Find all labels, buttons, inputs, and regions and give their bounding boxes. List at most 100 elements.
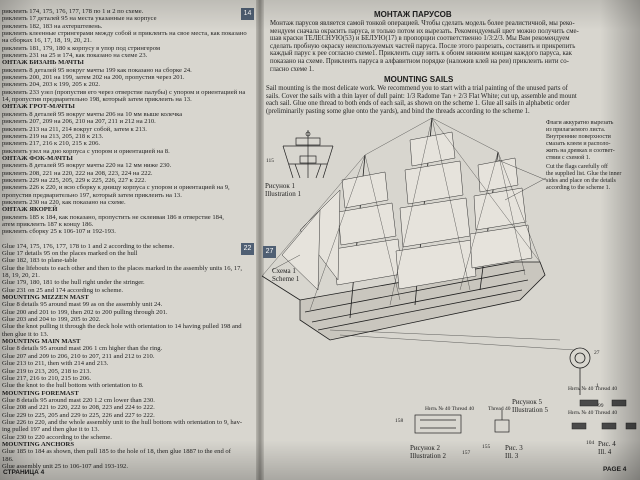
instruction-line: риклеить 185 к 184, как показано, пропус… bbox=[2, 213, 224, 221]
instruction-line: риклеить 8 деталей 95 вокруг мачты 206 н… bbox=[2, 110, 183, 118]
part-115: 115 bbox=[266, 158, 275, 164]
paragraph-line: each sail. Glue one thread to both ends … bbox=[266, 100, 570, 108]
instruction-line: Glue 230 to 220 according to the scheme. bbox=[2, 433, 112, 441]
instruction-line: Glue 182, 183 to plane-table bbox=[2, 257, 78, 265]
note-line: the supplied list. Glue the inner bbox=[546, 170, 622, 177]
instruction-line: риклеить 182, 183 на ахтерштевень. bbox=[2, 22, 103, 30]
note-line: смазать клеем и располо- bbox=[546, 140, 611, 147]
note-line: Внутренние поверхности bbox=[546, 133, 611, 140]
note-line: ствии с схемой 1. bbox=[546, 154, 591, 161]
heading-sails-ru: МОНТАЖ ПАРУСОВ bbox=[374, 10, 452, 19]
instruction-line: риклеить 181, 179, 180 к корпусу в упор … bbox=[2, 44, 161, 52]
step-badge-mid: 22 bbox=[241, 243, 254, 255]
instruction-line: Glue 231 on 25 and 174 according to sche… bbox=[2, 286, 124, 294]
heading-sails-en: MOUNTING SAILS bbox=[384, 75, 454, 84]
part-157: 157 bbox=[462, 450, 471, 456]
note-line: according to the scheme 1. bbox=[546, 184, 611, 191]
instruction-line: Glue 213 to 211, then with 214 and 213. bbox=[2, 360, 109, 368]
instruction-line: 18, 19, 20, 21. bbox=[2, 272, 40, 280]
instruction-line: риклеить 233 узел (пропустив его через о… bbox=[2, 88, 246, 96]
paragraph-line: мендуем сначала окрасить паруса, и тольк… bbox=[270, 27, 579, 35]
instruction-line: Glue 226 to 220, and the whole assembly … bbox=[2, 418, 243, 426]
illustration-4-lifebuoy bbox=[569, 347, 591, 395]
paragraph-line: (preliminarily pasting some glue onto th… bbox=[266, 107, 530, 115]
paragraph-sails-ru: Монтаж парусов является самой тонкой опе… bbox=[270, 20, 579, 73]
illustration-3-block bbox=[494, 410, 510, 433]
instruction-line: Glue assembly unit 25 to 106-107 and 193… bbox=[2, 462, 128, 470]
part-99: 99 bbox=[598, 403, 604, 409]
instruction-line: атем приклеить 187 к концу 186. bbox=[2, 220, 94, 228]
instruction-line: then glue it to 13. bbox=[2, 330, 49, 338]
instruction-line: риклеить клеенные стрингерами между собо… bbox=[2, 30, 247, 38]
instruction-line: MOUNTING ANCHORS bbox=[2, 440, 74, 448]
instruction-line: ОНТАЖ ГРОТ-МАЧТЫ bbox=[2, 103, 75, 111]
paragraph-line: каждый парус к рее согласно схеме1. Прик… bbox=[270, 50, 572, 58]
instruction-line: риклеить 213 на 211, 214 вокруг собой, з… bbox=[2, 125, 147, 133]
instruction-line: риклеить 17 деталей 95 на места указанны… bbox=[2, 15, 157, 23]
instruction-line: риклеить 8 деталей 95 вокруг мачты 199 к… bbox=[2, 66, 192, 74]
instruction-line: риклеить 204, 203 к 199, 205 к 202. bbox=[2, 81, 101, 89]
instruction-line: риклеить 207, 209 на 206, 210 на 207, 21… bbox=[2, 118, 156, 126]
page-number: PAGE 4 bbox=[603, 466, 627, 473]
paragraph-sails-en: Sail mounting is the most delicate work.… bbox=[266, 85, 577, 115]
part-155: 155 bbox=[482, 444, 491, 450]
instruction-line: риклеить 226 к 220, и всю сборку к днищу… bbox=[2, 184, 230, 192]
paragraph-line: sails. Cover the sails with a thin layer… bbox=[266, 92, 577, 100]
instruction-line: Glue the knot to the hull bottom with or… bbox=[2, 382, 144, 390]
instruction-line: Glue 208 and 221 to 220, 222 to 208, 223… bbox=[2, 404, 155, 412]
thread-label-1: Нить № 40 Thread 40 bbox=[568, 386, 618, 392]
instruction-line: риклеить 174, 175, 176, 177, 178 по 1 и … bbox=[2, 8, 144, 15]
note-line: Cut the flags carefully off bbox=[546, 164, 608, 170]
illustration-2-anchor bbox=[414, 414, 462, 434]
instruction-line: Glue 8 details 95 around mast 206 1 cm h… bbox=[2, 345, 163, 353]
callout-lines bbox=[271, 159, 547, 271]
paragraph-line: сделать пробную окраску неиспользуемых ч… bbox=[270, 42, 576, 50]
instruction-line: Glue 185 to 184 as shown, then pull 185 … bbox=[2, 448, 231, 456]
instruction-line: Glue 207 and 209 to 206, 210 to 207, 211… bbox=[2, 352, 155, 360]
instruction-line: ОНТАЖ ЯКОРЕЙ bbox=[2, 206, 58, 214]
instruction-line: риклеить 200, 201 на 199, затем 202 на 2… bbox=[2, 74, 185, 82]
book-spine bbox=[256, 0, 264, 480]
instruction-line: MOUNTING MIZZEN MAST bbox=[2, 294, 89, 302]
thread-label-2: Нить № 40 Thread 40 bbox=[568, 410, 618, 416]
instruction-line: Glue 17 details 95 on the places marked … bbox=[2, 250, 138, 257]
part-1: 1 bbox=[596, 383, 599, 389]
instruction-line: на сборках 16, 17, 18, 19, 20, 21. bbox=[2, 37, 92, 45]
ship-sails bbox=[281, 131, 533, 291]
paragraph-line: гласно схеме 1. bbox=[270, 65, 314, 73]
note-line: sides and place on the details bbox=[546, 177, 616, 184]
scheme-badge: 27 bbox=[263, 246, 276, 258]
instruction-line: Glue 179, 180, 181 to the hull right und… bbox=[2, 279, 145, 287]
paragraph-line: Sail mounting is the most delicate work.… bbox=[266, 85, 568, 92]
paragraph-line: шав краски ТЕЛЕСНУЮ(53) и БЕЛУЮ(17) в пр… bbox=[270, 35, 570, 43]
instruction-line: риклеить 217, 216 к 210, 215 к 206. bbox=[2, 140, 101, 148]
part-27: 27 bbox=[594, 350, 600, 356]
note-line: из прилагаемого листа. bbox=[546, 126, 606, 133]
note-line: жить на древках в соответ- bbox=[546, 147, 615, 154]
instruction-line: MOUNTING FOREMAST bbox=[2, 389, 79, 397]
instruction-line: риклеить 231 на 25 и 174, как показано н… bbox=[2, 52, 148, 60]
illustration-5-cannons bbox=[571, 399, 637, 430]
instruction-line: Glue the lifebouts to each other and the… bbox=[2, 264, 243, 272]
instruction-line: пропустив предварительно 197, который за… bbox=[2, 191, 182, 199]
instruction-line: MOUNTING MAIN MAST bbox=[2, 338, 81, 346]
step-badge-top: 14 bbox=[241, 8, 254, 20]
instruction-line: риклеить 219 на 213, 205, 218 к 213. bbox=[2, 132, 104, 140]
instruction-line: 14, пропустив предварительно 198, которы… bbox=[2, 96, 192, 104]
instruction-line: Glue 229 to 225, 205 and 229 to 225, 226… bbox=[2, 411, 155, 419]
instruction-line: Glue 217, 216 to 210, 215 to 206. bbox=[2, 374, 92, 382]
ship-rigging bbox=[261, 117, 576, 351]
instruction-line: Glue 203 and 204 to 199, 205 to 202. bbox=[2, 316, 101, 324]
instruction-line: Glue 200 and 201 to 199, then 202 to 200… bbox=[2, 308, 168, 316]
paragraph-line: показано на схеме. Приклеить паруса в ал… bbox=[270, 57, 569, 65]
